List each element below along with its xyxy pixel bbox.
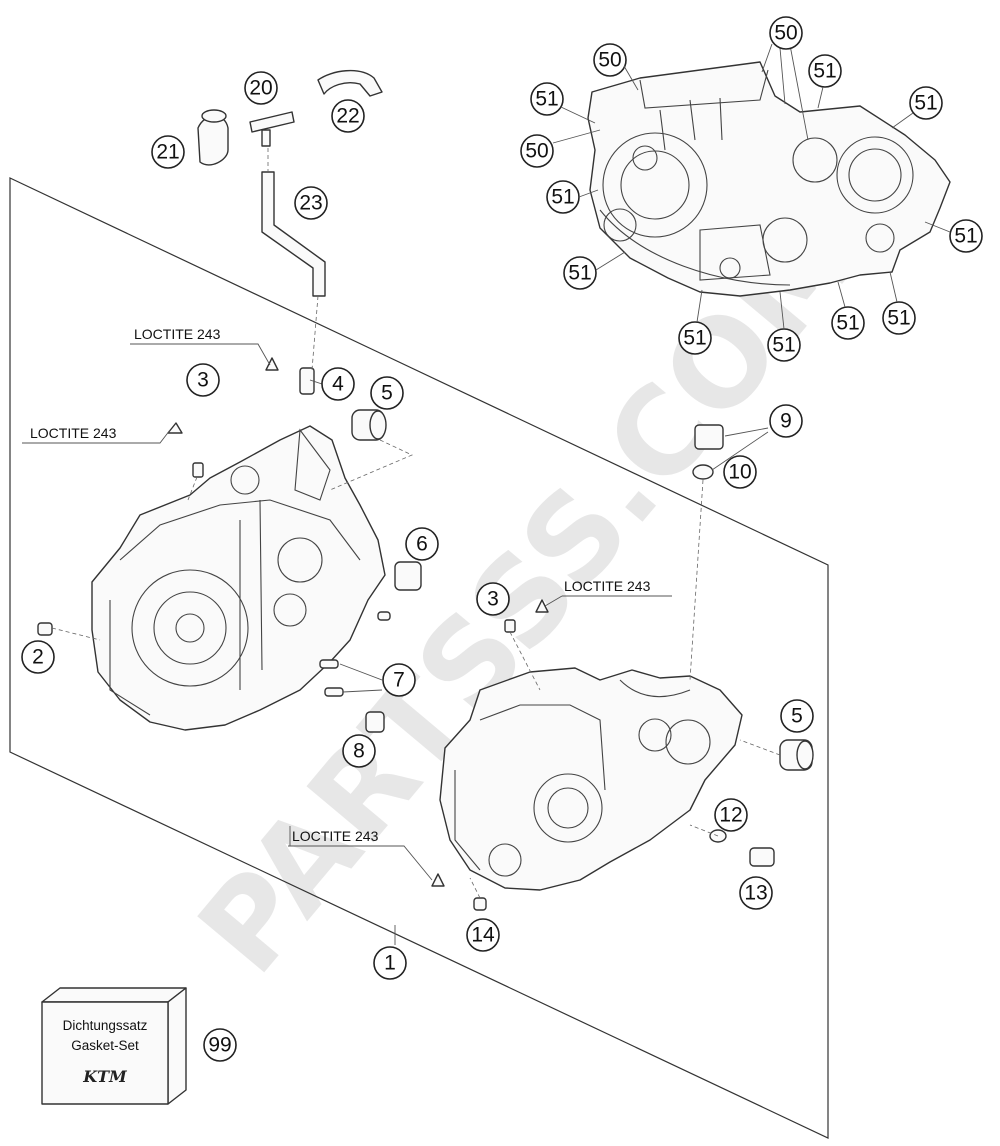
callout-5: 5 <box>370 376 404 410</box>
callout-label: 3 <box>197 369 209 392</box>
callout-label: 10 <box>728 461 751 484</box>
loctite-label: LOCTITE 243 <box>292 828 379 844</box>
callout-50: 50 <box>593 43 627 77</box>
callout-50: 50 <box>520 134 554 168</box>
callout-51: 51 <box>530 82 564 116</box>
gasket-kit-line1: Dichtungssatz <box>63 1018 148 1033</box>
callout-label: 50 <box>598 49 621 72</box>
ktm-logo: KTM <box>82 1067 128 1086</box>
crankcase-right-half <box>439 667 743 891</box>
callout-label: 21 <box>156 141 179 164</box>
small-parts <box>37 357 814 911</box>
loctite-label: LOCTITE 243 <box>134 326 221 342</box>
loctite-label: LOCTITE 243 <box>30 425 117 441</box>
callout-51: 51 <box>949 219 983 253</box>
callout-label: 51 <box>551 186 574 209</box>
callout-label: 9 <box>780 410 792 433</box>
callout-50: 50 <box>769 16 803 50</box>
callout-label: 51 <box>887 307 910 330</box>
callout-22: 22 <box>331 99 365 133</box>
callout-label: 13 <box>744 882 767 905</box>
callout-7: 7 <box>382 663 416 697</box>
callout-label: 50 <box>774 22 797 45</box>
callout-label: 7 <box>393 669 405 692</box>
callout-51: 51 <box>808 54 842 88</box>
gasket-kit-box: Dichtungssatz Gasket-Set KTM <box>41 987 187 1105</box>
crankcase-inner-view <box>587 61 951 297</box>
breather-hose-parts <box>197 70 383 297</box>
callout-3: 3 <box>186 363 220 397</box>
callout-3: 3 <box>476 582 510 616</box>
callout-9: 9 <box>769 404 803 438</box>
callout-label: 3 <box>487 588 499 611</box>
callout-label: 51 <box>836 312 859 335</box>
callout-51: 51 <box>563 256 597 290</box>
callout-2: 2 <box>21 640 55 674</box>
callout-14: 14 <box>466 918 500 952</box>
callout-23: 23 <box>294 186 328 220</box>
crankcase-left-half <box>91 425 386 731</box>
callout-label: 51 <box>683 327 706 350</box>
callout-label: 51 <box>813 60 836 83</box>
callout-51: 51 <box>909 86 943 120</box>
callout-label: 51 <box>772 334 795 357</box>
callout-label: 23 <box>299 192 322 215</box>
callout-label: 99 <box>208 1034 231 1057</box>
callout-label: 5 <box>791 705 803 728</box>
callout-label: 1 <box>384 952 396 975</box>
callout-20: 20 <box>244 71 278 105</box>
callout-21: 21 <box>151 135 185 169</box>
callout-label: 51 <box>914 92 937 115</box>
loctite-labels: LOCTITE 243 LOCTITE 243 LOCTITE 243 LOCT… <box>30 326 651 844</box>
callout-label: 50 <box>525 140 548 163</box>
callout-99: 99 <box>203 1028 237 1062</box>
gasket-kit-line2: Gasket-Set <box>71 1038 139 1053</box>
callout-6: 6 <box>405 527 439 561</box>
callout-51: 51 <box>678 321 712 355</box>
callout-51: 51 <box>831 306 865 340</box>
callout-label: 51 <box>954 225 977 248</box>
callout-label: 6 <box>416 533 428 556</box>
callout-label: 51 <box>568 262 591 285</box>
callout-label: 22 <box>336 105 359 128</box>
callout-10: 10 <box>723 455 757 489</box>
callout-label: 5 <box>381 382 393 405</box>
callout-4: 4 <box>321 367 355 401</box>
callout-label: 51 <box>535 88 558 111</box>
callout-13: 13 <box>739 876 773 910</box>
loctite-label: LOCTITE 243 <box>564 578 651 594</box>
callout-5: 5 <box>780 699 814 733</box>
callout-51: 51 <box>767 328 801 362</box>
callout-label: 12 <box>719 804 742 827</box>
callout-8: 8 <box>342 734 376 768</box>
inner-view-leaders <box>552 65 951 330</box>
callout-label: 2 <box>32 646 44 669</box>
callout-label: 14 <box>471 924 495 947</box>
callout-51: 51 <box>546 180 580 214</box>
leader-lines <box>22 43 809 945</box>
callout-label: 4 <box>332 373 344 396</box>
callout-1: 1 <box>373 946 407 980</box>
callout-51: 51 <box>882 301 916 335</box>
callout-12: 12 <box>714 798 748 832</box>
callout-label: 8 <box>353 740 365 763</box>
callout-label: 20 <box>249 77 272 100</box>
assembly-frame <box>9 177 829 1139</box>
